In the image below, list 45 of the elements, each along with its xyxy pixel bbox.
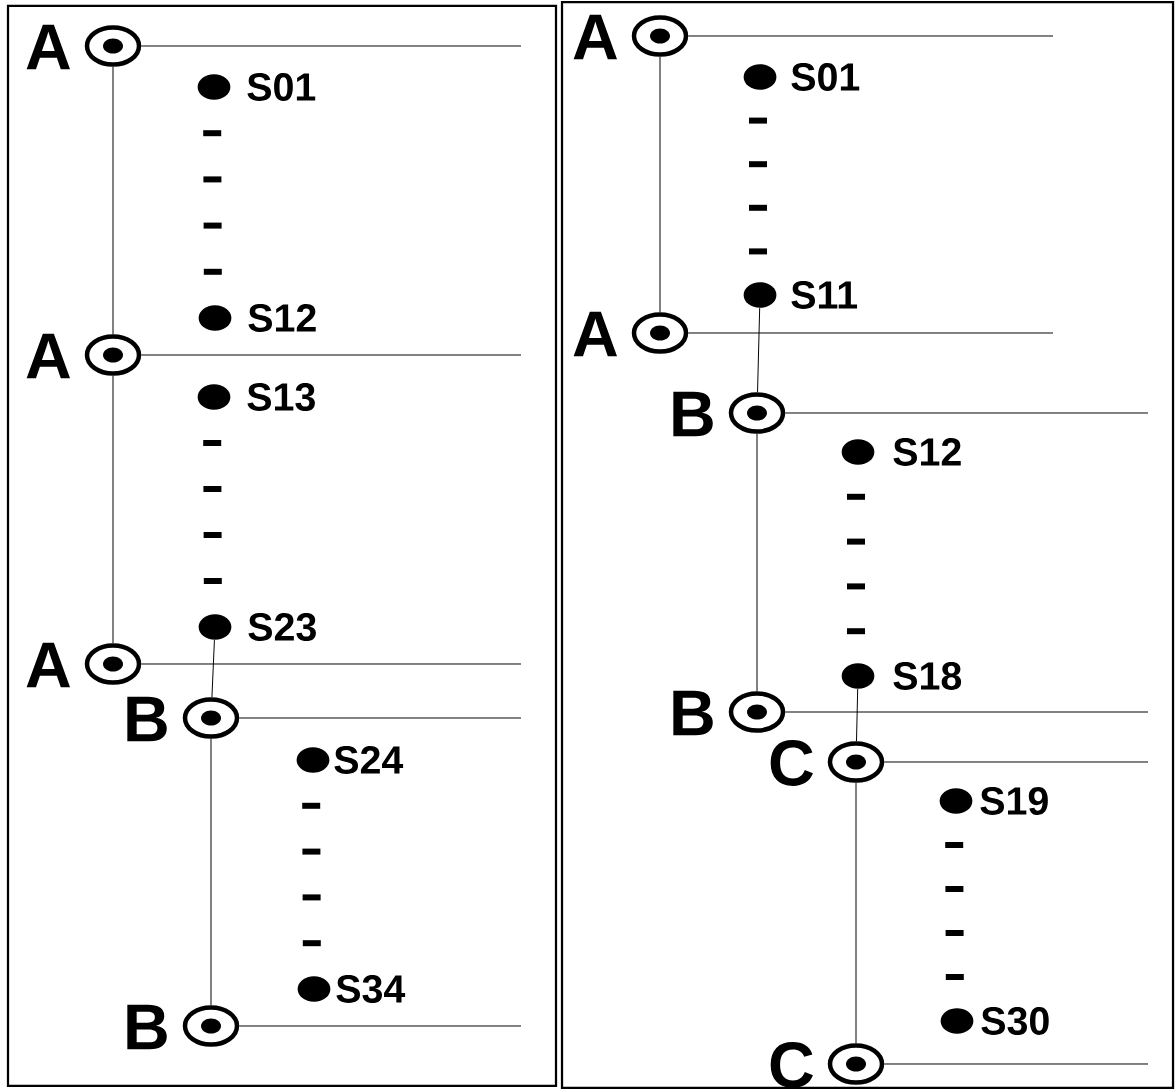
station-label: S18 — [893, 662, 962, 690]
connector-line — [659, 56, 661, 313]
connector-line — [883, 1063, 1149, 1065]
station-label: S34 — [336, 975, 406, 1003]
marker-letter: B — [673, 690, 713, 736]
station-label: S11 — [791, 281, 858, 309]
connector-line — [112, 66, 114, 335]
station-label: S23 — [248, 613, 316, 641]
station-label: S30 — [981, 1007, 1049, 1035]
marker-letter: B — [673, 391, 713, 437]
connector-line — [756, 433, 758, 692]
connector-line — [687, 332, 1054, 334]
marker-letter: B — [127, 1004, 167, 1050]
panel-frame — [560, 0, 1175, 1090]
connector-line — [238, 717, 522, 719]
marker-letter: A — [26, 24, 70, 70]
station-label: S24 — [334, 746, 404, 774]
marker-letter: C — [770, 740, 813, 786]
connector-line — [211, 639, 215, 698]
marker-letter: A — [26, 642, 70, 688]
connector-line — [784, 412, 1149, 414]
marker-letter: A — [26, 333, 70, 379]
connector-line — [140, 663, 522, 665]
connector-line — [112, 375, 114, 644]
connector-line — [757, 307, 761, 393]
connector-line — [856, 688, 859, 742]
connector-line — [238, 1025, 522, 1027]
panel-frame — [6, 4, 558, 1088]
marker-letter: B — [127, 696, 167, 742]
station-label: S12 — [893, 438, 961, 466]
station-label: S01 — [791, 63, 860, 91]
marker-letter: A — [573, 311, 617, 357]
marker-letter: A — [573, 14, 617, 60]
marker-letter: C — [770, 1042, 813, 1088]
station-label: S19 — [980, 787, 1048, 815]
station-label: S12 — [248, 304, 316, 332]
connector-line — [140, 45, 522, 47]
connector-line — [210, 738, 212, 1006]
station-label: S01 — [247, 73, 316, 101]
connector-line — [687, 35, 1054, 37]
connector-line — [140, 354, 522, 356]
connector-line — [855, 782, 857, 1044]
station-label: S13 — [247, 383, 315, 411]
connector-line — [883, 761, 1149, 763]
connector-line — [784, 711, 1149, 713]
